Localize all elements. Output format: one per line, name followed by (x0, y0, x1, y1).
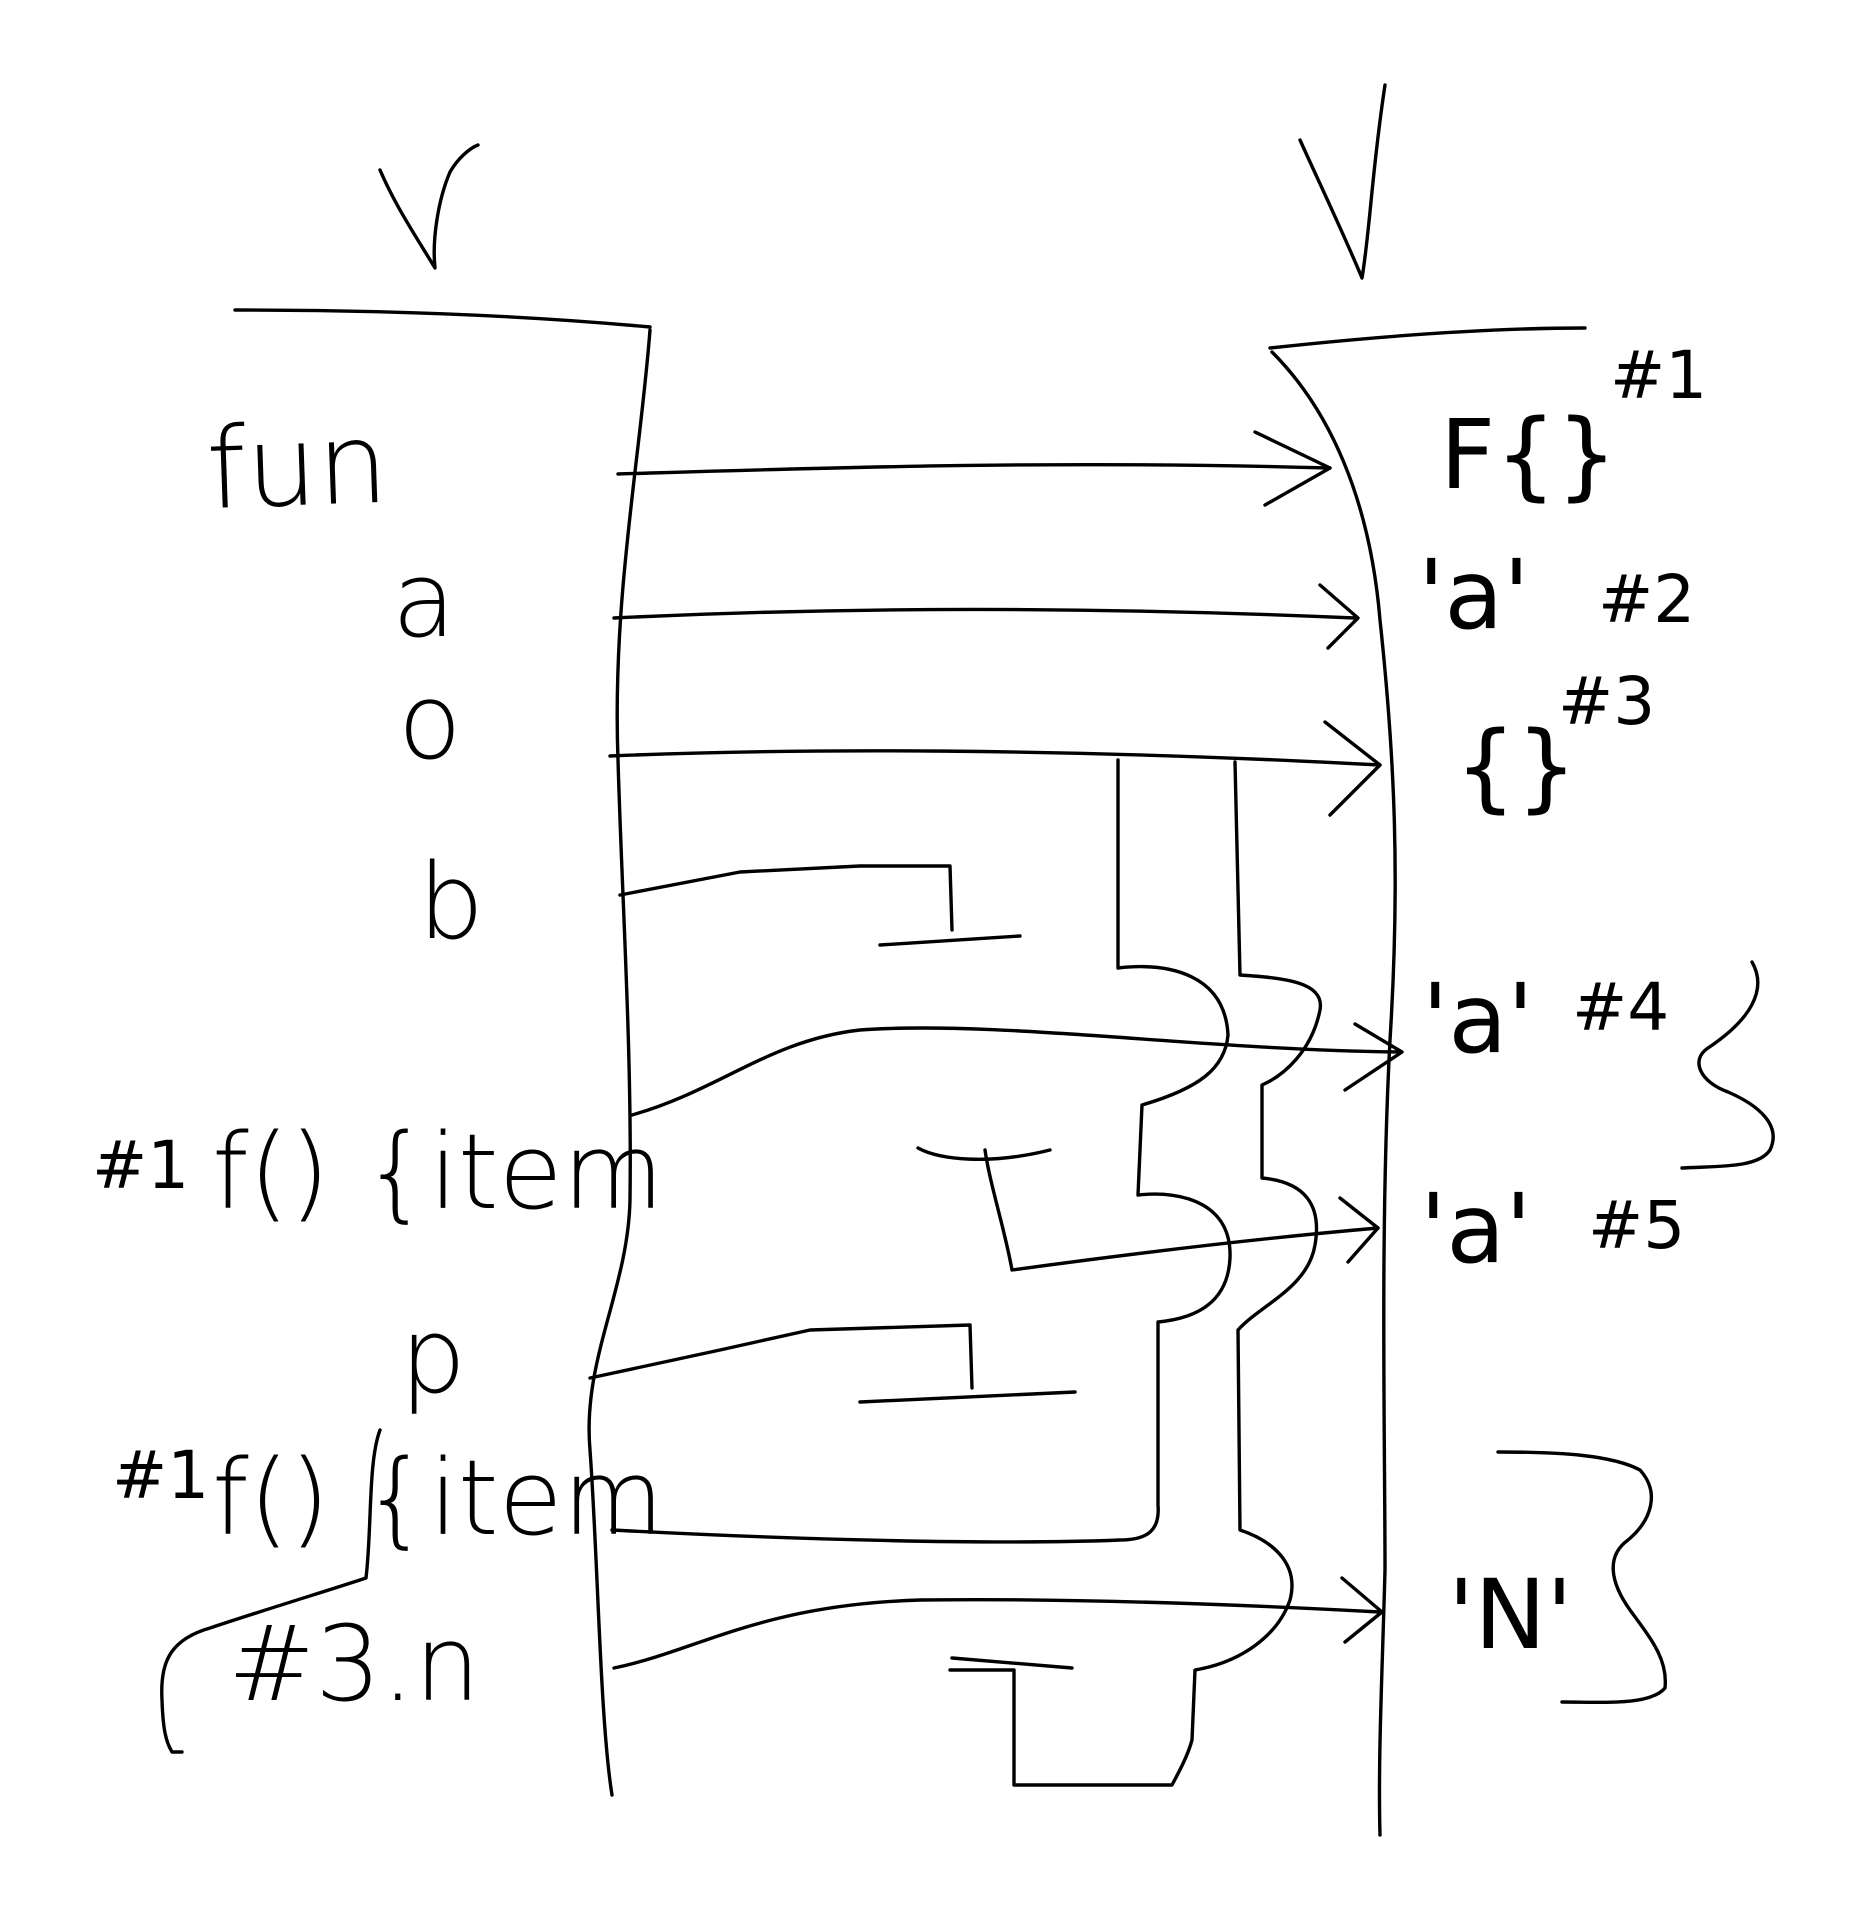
stack-label-fitem-2: f() {item (212, 1437, 664, 1559)
p-null-marker (588, 1323, 974, 1390)
stack-tag-f2: #1 (112, 1437, 209, 1514)
arrowhead-n (1340, 1576, 1384, 1644)
heap-tag-4: #4 (1572, 969, 1669, 1046)
brace-a4 (1680, 960, 1775, 1170)
heap-label-a5: 'a' (1420, 1173, 1532, 1285)
stack-top-line (233, 308, 652, 329)
heap-tag-2: #2 (1598, 561, 1695, 638)
b-ground-line (878, 934, 1022, 947)
brace-f2-link (160, 1428, 382, 1754)
stack-label-o: o (398, 661, 462, 783)
stack-label-n-prop: #3.n (228, 1603, 480, 1725)
obj3-prop-link-2 (948, 760, 1322, 1787)
a5-prop-link (916, 1146, 1380, 1272)
b-null-marker (618, 864, 954, 932)
arrowhead-a4 (1343, 1022, 1404, 1092)
heap-label-a4: 'a' (1422, 963, 1534, 1075)
p-ground-line (858, 1390, 1077, 1404)
heap-label-a2: 'a' (1418, 539, 1530, 651)
heap-column-line (1270, 350, 1397, 1837)
heap-label-n: 'N' (1448, 1559, 1573, 1671)
arrow-fun-to-fobj (616, 462, 1332, 476)
stack-label-fun: fun (204, 399, 390, 535)
heap-tag-1: #1 (1610, 337, 1707, 414)
stack-tag-f1: #1 (92, 1127, 189, 1204)
heap-label-obj3: {} (1455, 711, 1577, 823)
arrowhead-a5 (1338, 1196, 1380, 1264)
heap-label-fobj: F{} (1440, 399, 1617, 511)
arrowhead-fobj (1253, 430, 1332, 507)
arrowhead-obj3 (1323, 720, 1382, 817)
arrow-n-prop-to-n (612, 1597, 1382, 1670)
stack-label-p: p (400, 1295, 466, 1417)
stack-column-line (587, 328, 652, 1797)
stack-header-mark (378, 143, 480, 270)
heap-tag-3: #3 (1558, 663, 1655, 740)
arrow-fitem1-to-a4 (630, 1026, 1402, 1117)
arrowhead-a2 (1318, 583, 1360, 650)
heap-top-line (1268, 326, 1587, 350)
obj3-prop-link-1 (610, 758, 1232, 1544)
stack-label-fitem-1: f() {item (212, 1111, 664, 1233)
arrow-a-to-a2 (612, 607, 1357, 620)
arrow-o-to-obj3 (608, 749, 1382, 767)
heap-tag-5: #5 (1588, 1187, 1685, 1264)
stack-label-b: b (418, 841, 484, 963)
stack-label-a: a (392, 539, 456, 661)
n-ground-line (950, 1656, 1074, 1670)
heap-header-mark (1298, 83, 1387, 280)
brace-n (1496, 1450, 1668, 1705)
